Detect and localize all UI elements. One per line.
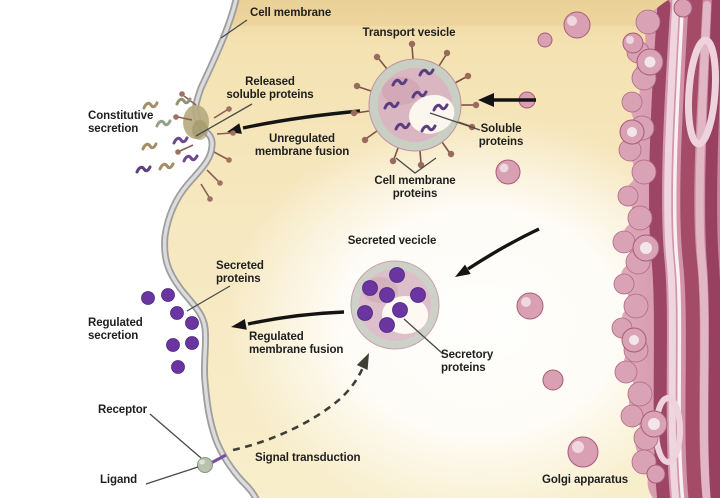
pointer-receptor	[149, 413, 202, 459]
pointer-lines	[145, 19, 481, 485]
secreted-proteins-dots	[141, 288, 199, 374]
label-regulated-membrane-fusion: Regulated membrane fusion	[249, 331, 344, 356]
pointer-ligand	[145, 466, 199, 485]
golgi-apparatus	[495, 0, 720, 498]
pointer-released-soluble	[195, 103, 253, 137]
pointer-secreted-proteins	[186, 285, 231, 312]
pointer-soluble-proteins	[429, 112, 481, 131]
constitutive-fusion-site	[135, 91, 236, 202]
label-secreted-proteins: Secreted proteins	[216, 260, 264, 285]
pointer-cell-membrane-proteins	[395, 157, 437, 174]
released-soluble-proteins-squiggles	[135, 97, 199, 174]
label-transport-vesicle: Transport vesicle	[362, 27, 456, 39]
transport-vesicle-graphic	[350, 40, 480, 169]
secreted-vesicle-graphic	[350, 260, 440, 350]
arrow-golgi-to-transport-vesicle	[478, 93, 536, 107]
label-ligand: Ligand	[100, 474, 138, 486]
label-signal-transduction: Signal transduction	[255, 452, 361, 464]
arrow-regulated-fusion	[231, 310, 345, 330]
label-cell-membrane: Cell membrane	[250, 7, 332, 19]
label-unregulated-membrane-fusion: Unregulated membrane fusion	[254, 133, 350, 158]
arrow-golgi-to-secreted-vesicle	[455, 227, 540, 277]
label-regulated-secretion: Regulated secretion	[88, 317, 143, 342]
golgi-bud-rings	[619, 48, 668, 438]
label-receptor: Receptor	[98, 404, 148, 416]
golgi-free-vesicles	[495, 0, 693, 484]
label-golgi-apparatus: Golgi apparatus	[542, 474, 629, 486]
label-secretory-proteins: Secretory proteins	[441, 349, 494, 374]
receptor-graphic	[197, 453, 227, 473]
arrow-unregulated-fusion	[227, 109, 361, 134]
label-released-soluble-proteins: Released soluble proteins	[226, 76, 314, 101]
label-cell-membrane-proteins: Cell membrane proteins	[374, 175, 456, 200]
secretory-proteins-dots	[357, 267, 426, 333]
label-constitutive-secretion: Constitutive secretion	[88, 110, 154, 135]
pointer-cell-membrane	[220, 19, 248, 39]
signal-transduction-arrow	[232, 353, 369, 452]
pointer-secretory-proteins	[403, 318, 444, 355]
label-soluble-proteins: Soluble proteins	[478, 123, 524, 148]
label-secreted-vesicle: Secreted vecicle	[347, 235, 437, 247]
